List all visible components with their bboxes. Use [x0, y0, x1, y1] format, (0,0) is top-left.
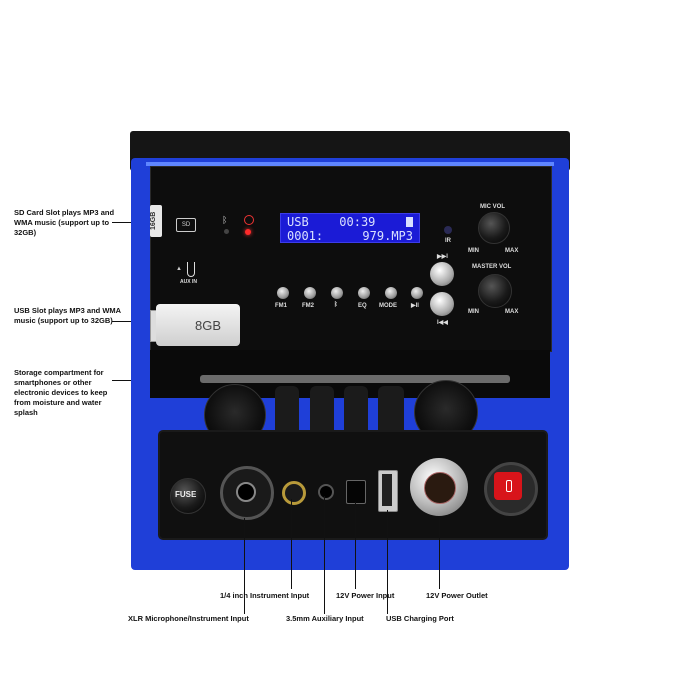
label-quarter-inch: 1/4 inch Instrument Input — [220, 591, 310, 600]
fm1-button[interactable] — [277, 287, 289, 299]
mic-vol-label: MIC VOL — [480, 204, 505, 210]
shell-highlight — [146, 162, 554, 166]
lcd-display: USB 00:39 0001: 979.MP3 — [280, 213, 420, 243]
next-track-button[interactable] — [430, 262, 454, 286]
master-min-label: MIN — [468, 309, 479, 315]
quarter-inch-jack[interactable] — [282, 481, 306, 505]
callout-sd-card: SD Card Slot plays MP3 and WMA music (su… — [14, 208, 115, 237]
aux-arrow-icon: ▲ — [176, 266, 182, 272]
master-max-label: MAX — [505, 309, 519, 315]
sd-card[interactable]: 16GB — [150, 205, 162, 237]
lcd-source: USB — [287, 215, 309, 229]
mic-vol-knob[interactable] — [478, 212, 510, 244]
ir-label: IR — [445, 238, 451, 244]
bluetooth-icon: ᛒ — [222, 215, 228, 225]
aux-jack[interactable] — [318, 484, 334, 500]
power-icon — [244, 215, 254, 225]
usb-capacity: 8GB — [194, 317, 221, 333]
master-vol-knob[interactable] — [478, 274, 512, 308]
lcd-file: 979.MP3 — [362, 229, 413, 243]
fm2-label: FM2 — [302, 303, 314, 309]
aux-in-label: AUX IN — [180, 279, 197, 285]
fm2-button[interactable] — [304, 287, 316, 299]
line-usb — [387, 510, 388, 614]
fuse-label: FUSE — [175, 490, 197, 499]
label-xlr: XLR Microphone/Instrument Input — [128, 614, 249, 623]
label-usb-charge: USB Charging Port — [386, 614, 454, 623]
mic-min-label: MIN — [468, 248, 479, 254]
usb-cap[interactable] — [378, 386, 404, 438]
sd-card-icon: SD — [176, 218, 196, 232]
prev-track-icon: I◀◀ — [437, 320, 448, 326]
mode-button[interactable] — [385, 287, 397, 299]
callout-usb-slot: USB Slot plays MP3 and WMA music (suppor… — [14, 306, 121, 325]
label-power-out: 12V Power Outlet — [426, 591, 488, 600]
line-power-out — [439, 516, 440, 589]
callout-line-storage — [112, 380, 132, 381]
aux-jack-icon — [187, 262, 195, 277]
line-power-in — [355, 502, 356, 589]
aux-cap[interactable] — [310, 386, 334, 438]
xlr-center — [236, 482, 256, 502]
play-pause-icon: ▶II — [411, 303, 419, 309]
fm1-label: FM1 — [275, 303, 287, 309]
bluetooth-icon: ᛒ — [334, 302, 338, 308]
power-switch[interactable] — [494, 472, 522, 500]
fuse-holder[interactable] — [170, 478, 206, 514]
prev-track-button[interactable] — [430, 292, 454, 316]
smartphone — [200, 375, 510, 383]
power-outlet-socket — [424, 472, 456, 504]
label-power-in: 12V Power Input — [336, 591, 395, 600]
power-input-jack[interactable] — [346, 480, 366, 504]
eq-button[interactable] — [358, 287, 370, 299]
play-pause-button[interactable] — [411, 287, 423, 299]
bluetooth-button[interactable] — [331, 287, 343, 299]
mic-max-label: MAX — [505, 248, 519, 254]
line-aux — [324, 496, 325, 614]
lcd-track: 0001: — [287, 229, 324, 243]
callout-storage: Storage compartment for smartphones or o… — [14, 368, 108, 417]
master-vol-label: MASTER VOL — [472, 264, 512, 270]
callout-line-sd — [112, 222, 132, 223]
bluetooth-led — [224, 229, 229, 234]
line-xlr — [244, 518, 245, 614]
usb-stick[interactable]: 8GB — [156, 304, 240, 346]
eq-label: EQ — [358, 303, 367, 309]
usb-port-slot — [382, 474, 392, 506]
quarter-inch-cap[interactable] — [275, 386, 299, 438]
label-aux: 3.5mm Auxiliary Input — [286, 614, 364, 623]
battery-icon — [406, 217, 413, 227]
next-track-icon: ▶▶I — [437, 254, 448, 260]
mode-label: MODE — [379, 303, 397, 309]
ir-sensor — [444, 226, 452, 234]
lcd-time: 00:39 — [339, 215, 376, 229]
power-switch-icon — [506, 480, 512, 492]
line-quarter — [291, 499, 292, 589]
power-led — [245, 229, 251, 235]
power-input-cap[interactable] — [344, 386, 368, 438]
